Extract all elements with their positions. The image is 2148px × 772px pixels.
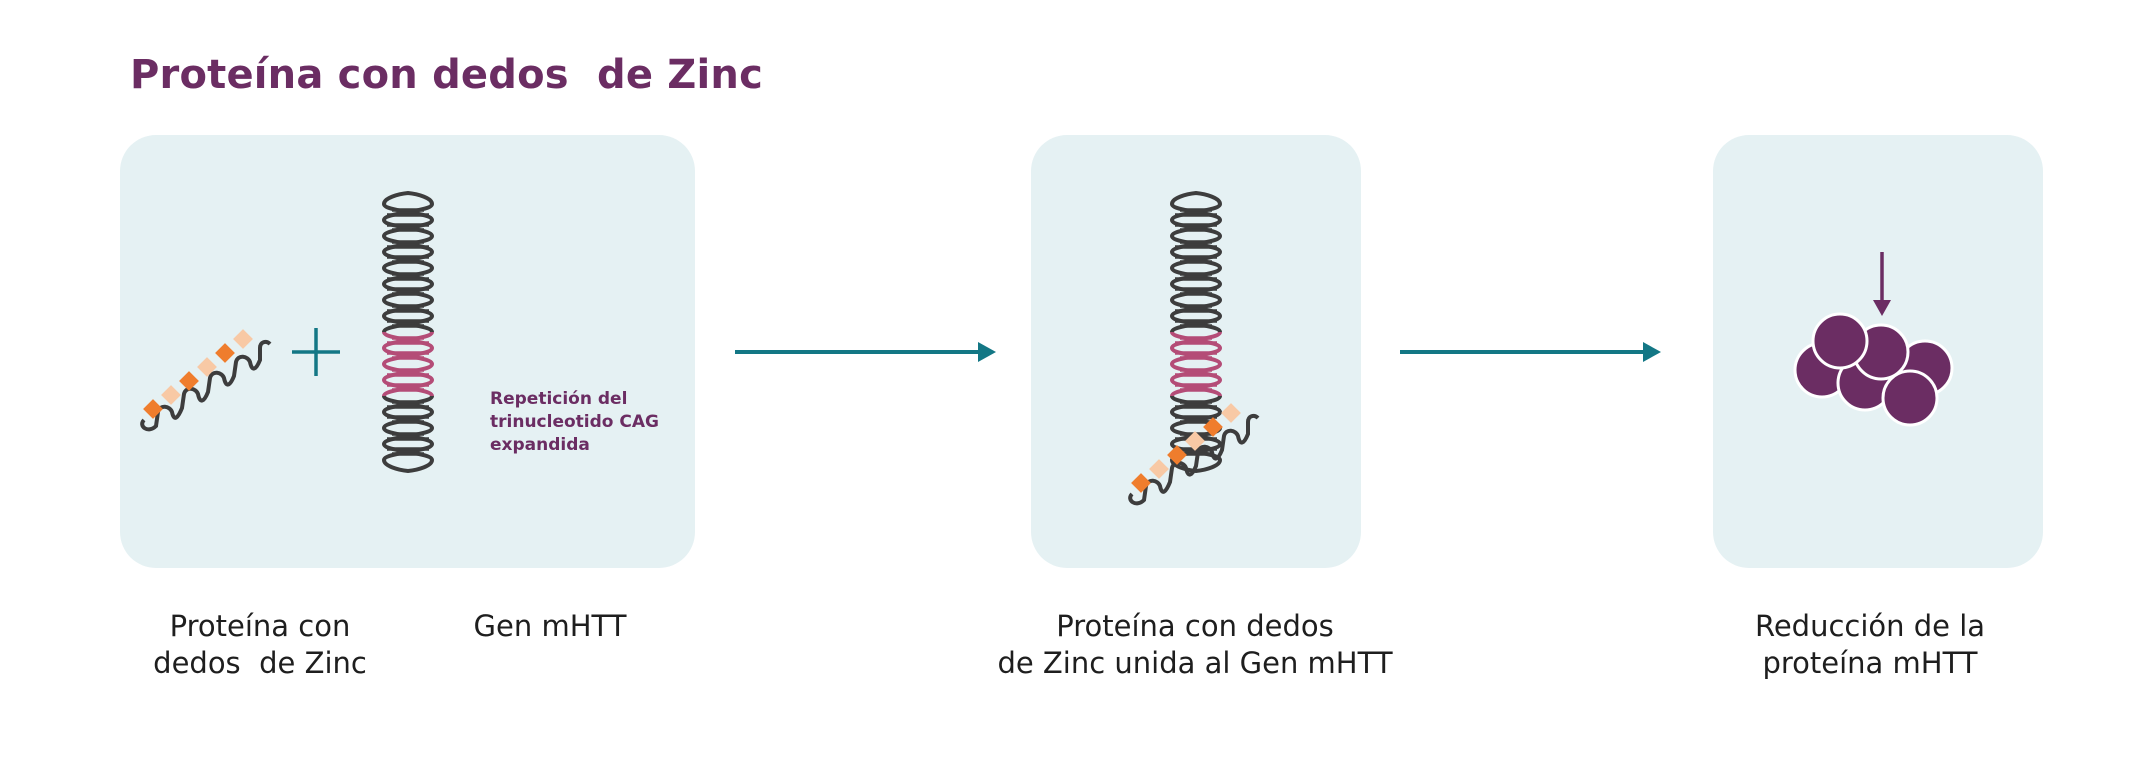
protein-cluster-icon xyxy=(1793,312,1954,427)
diagram-title: Proteína con dedos de Zinc xyxy=(130,52,763,98)
dna-helix-icon xyxy=(384,193,432,471)
caption-zinc-finger-protein: Proteína con dedos de Zinc xyxy=(153,609,367,680)
zinc-finger-protein-icon xyxy=(140,327,272,432)
cag-repeat-annotation: Repetición del trinucleotido CAG expandi… xyxy=(490,389,659,455)
caption-bound: Proteína con dedos de Zinc unida al Gen … xyxy=(997,609,1393,680)
arrow-down-icon xyxy=(1873,252,1891,316)
arrow-right-icon xyxy=(1400,342,1661,362)
caption-gene: Gen mHTT xyxy=(473,609,627,643)
caption-reduction: Reducción de la proteína mHTT xyxy=(1754,609,1986,680)
arrow-right-icon xyxy=(735,342,996,362)
plus-icon xyxy=(292,328,340,376)
